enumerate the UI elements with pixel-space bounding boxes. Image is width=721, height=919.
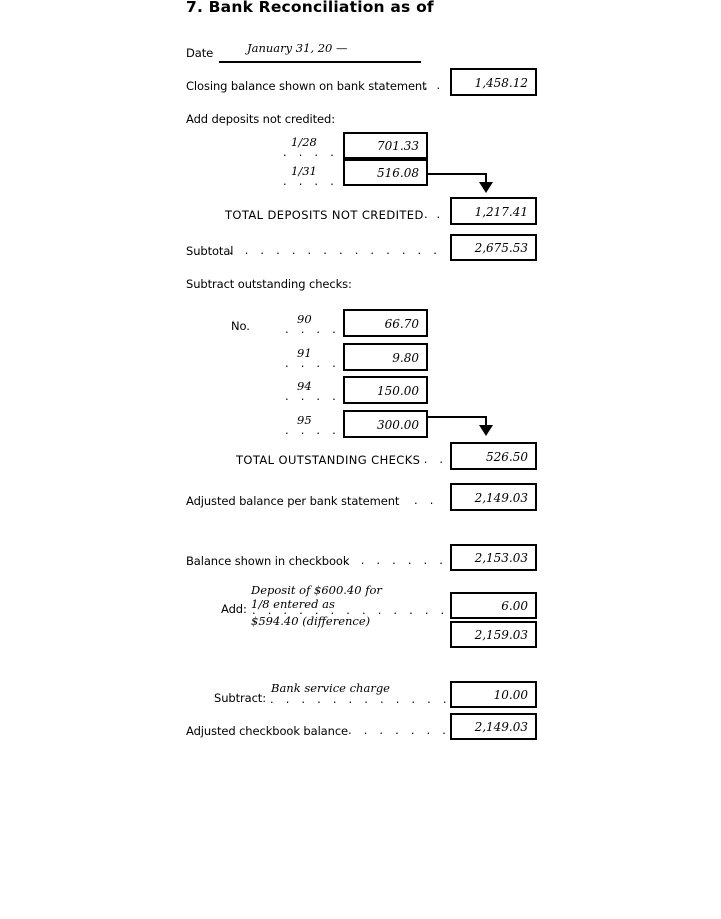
- add-note-line-3[interactable]: $594.40 (difference): [251, 614, 371, 628]
- checkbook-balance-leader-dots: . . . . . . . . .: [345, 554, 446, 566]
- total-deposits-leader-dots: . .: [424, 208, 443, 220]
- deposit-date-1[interactable]: 1/31: [291, 164, 317, 178]
- closing-balance-leader-dots: . .: [424, 79, 443, 91]
- running-total-value: 2,159.03: [474, 628, 528, 642]
- deposit-amount-0: 701.33: [377, 139, 419, 153]
- total-deposits-label: TOTAL DEPOSITS NOT CREDITED: [225, 208, 424, 222]
- check-leader-dots-2: . . . . .: [285, 390, 343, 402]
- deposit-amount-1: 516.08: [377, 166, 419, 180]
- check-number-1[interactable]: 91: [297, 346, 312, 360]
- add-value-box[interactable]: 6.00: [450, 592, 537, 619]
- closing-balance-box[interactable]: 1,458.12: [450, 68, 537, 96]
- deposits-connector-arrow-icon: [479, 182, 493, 193]
- checks-connector-horizontal: [428, 416, 487, 418]
- check-leader-dots-3: . . . . .: [285, 424, 343, 436]
- date-label: Date: [186, 46, 214, 60]
- check-number-2[interactable]: 94: [297, 379, 312, 393]
- adjusted-bank-label: Adjusted balance per bank statement: [186, 494, 400, 508]
- subtotal-label: Subtotal: [186, 244, 234, 258]
- total-checks-label: TOTAL OUTSTANDING CHECKS: [236, 453, 421, 467]
- subtract-value: 10.00: [493, 688, 528, 702]
- checkbook-balance-box[interactable]: 2,153.03: [450, 544, 537, 571]
- total-checks-value: 526.50: [486, 450, 528, 464]
- date-value[interactable]: January 31, 20 —: [247, 41, 348, 55]
- closing-balance-value: 1,458.12: [474, 76, 528, 90]
- check-box-1[interactable]: 9.80: [343, 343, 428, 371]
- subtract-label: Subtract:: [214, 691, 266, 705]
- check-amount-1: 9.80: [392, 351, 419, 365]
- add-leader-dots: . . . . . . . . . . . . . . . . .: [252, 604, 446, 616]
- total-deposits-value: 1,217.41: [474, 205, 528, 219]
- add-label: Add:: [221, 602, 247, 616]
- check-box-2[interactable]: 150.00: [343, 376, 428, 404]
- check-amount-3: 300.00: [377, 418, 419, 432]
- adjusted-bank-leader-dots: . . . .: [414, 494, 446, 506]
- add-note-line-1[interactable]: Deposit of $600.40 for: [251, 583, 382, 597]
- checks-no-label: No.: [231, 319, 250, 333]
- adjusted-bank-value: 2,149.03: [474, 491, 528, 505]
- subtract-note[interactable]: Bank service charge: [271, 681, 390, 695]
- total-checks-box[interactable]: 526.50: [450, 442, 537, 470]
- deposits-heading: Add deposits not credited:: [186, 112, 335, 126]
- subtotal-leader-dots: . . . . . . . . . . . . . . . . .: [229, 244, 446, 256]
- check-leader-dots-1: . . . . .: [285, 357, 343, 369]
- total-deposits-box[interactable]: 1,217.41: [450, 197, 537, 225]
- deposit-box-1[interactable]: 516.08: [343, 159, 428, 186]
- deposits-connector-vertical: [485, 173, 487, 190]
- add-note-line-2[interactable]: 1/8 entered as: [251, 597, 335, 611]
- check-box-3[interactable]: 300.00: [343, 410, 428, 438]
- deposits-connector-horizontal: [428, 173, 487, 175]
- check-amount-2: 150.00: [377, 384, 419, 398]
- check-amount-0: 66.70: [384, 317, 419, 331]
- adjusted-checkbook-label: Adjusted checkbook balance: [186, 724, 349, 738]
- adjusted-checkbook-box[interactable]: 2,149.03: [450, 713, 537, 740]
- deposit-leader-dots-1: . . . . .: [283, 175, 341, 187]
- total-checks-leader-dots: . . . . .: [408, 453, 448, 465]
- page-title: 7. Bank Reconciliation as of: [186, 0, 434, 16]
- closing-balance-label: Closing balance shown on bank statement: [186, 79, 427, 93]
- subtract-value-box[interactable]: 10.00: [450, 681, 537, 708]
- adjusted-checkbook-leader-dots: . . . . . . . . .: [348, 724, 446, 736]
- checks-connector-vertical: [485, 416, 487, 433]
- add-value: 6.00: [501, 599, 528, 613]
- deposit-date-0[interactable]: 1/28: [291, 135, 317, 149]
- check-leader-dots-0: . . . . .: [285, 323, 343, 335]
- check-number-3[interactable]: 95: [297, 413, 312, 427]
- subtotal-box[interactable]: 2,675.53: [450, 234, 537, 261]
- date-rule: [219, 61, 421, 63]
- checks-heading: Subtract outstanding checks:: [186, 277, 352, 291]
- running-total-box[interactable]: 2,159.03: [450, 621, 537, 648]
- check-number-0[interactable]: 90: [297, 312, 312, 326]
- subtotal-value: 2,675.53: [474, 241, 528, 255]
- checks-connector-arrow-icon: [479, 425, 493, 436]
- checkbook-balance-value: 2,153.03: [474, 551, 528, 565]
- deposit-box-0[interactable]: 701.33: [343, 132, 428, 159]
- adjusted-checkbook-value: 2,149.03: [474, 720, 528, 734]
- subtract-leader-dots: . . . . . . . . . . . .: [270, 693, 446, 705]
- deposit-leader-dots-0: . . . . .: [283, 146, 341, 158]
- checkbook-balance-label: Balance shown in checkbook: [186, 554, 350, 568]
- check-box-0[interactable]: 66.70: [343, 309, 428, 337]
- adjusted-bank-box[interactable]: 2,149.03: [450, 483, 537, 511]
